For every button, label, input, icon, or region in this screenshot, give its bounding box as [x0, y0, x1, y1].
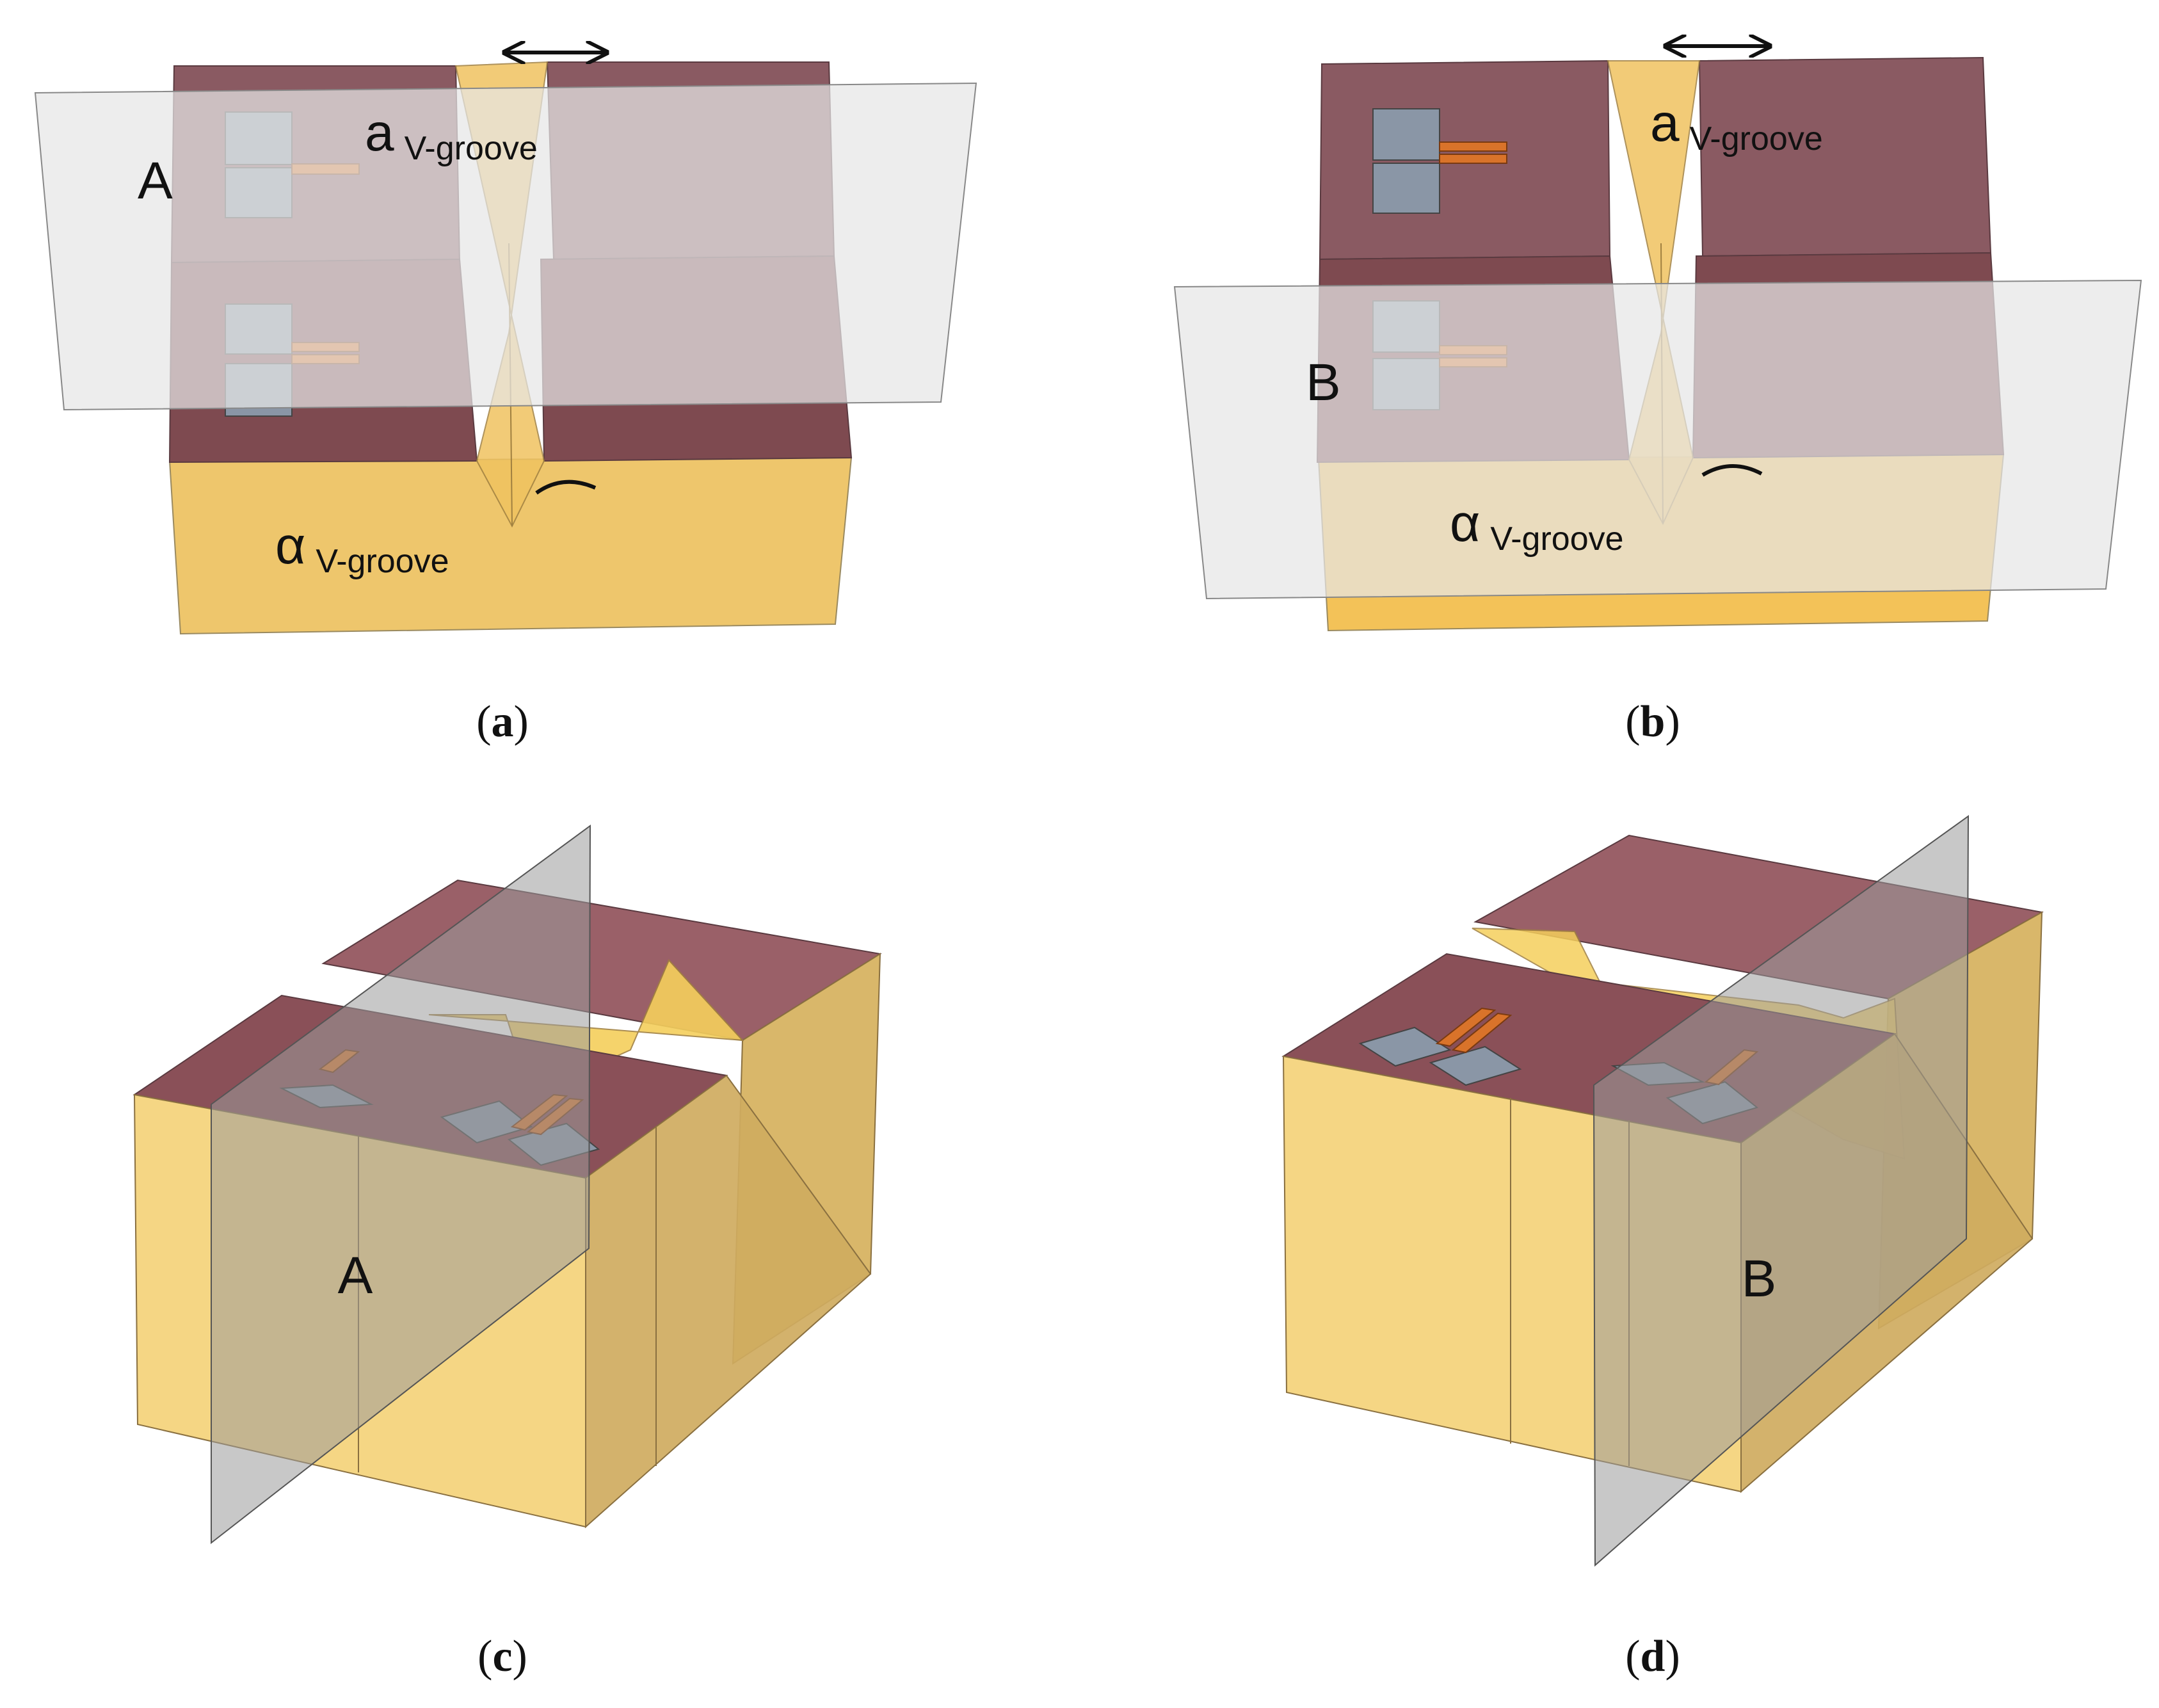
groove-width-subscript-a: V-groove — [405, 130, 538, 167]
strip-b1 — [1439, 141, 1507, 152]
plane-label-c: A — [338, 1246, 373, 1305]
groove-width-subscript-b: V-groove — [1690, 120, 1823, 157]
caption-b: (b) — [1625, 697, 1680, 746]
section-plane-c — [211, 825, 591, 1545]
strip-d1 — [1435, 1007, 1497, 1047]
caption-c: (c) — [478, 1632, 527, 1681]
pad-b1 — [1372, 108, 1440, 161]
plane-label-d: B — [1742, 1250, 1777, 1308]
strip-b2 — [1439, 154, 1507, 164]
caption-a: (a) — [476, 697, 529, 746]
panel-d: B (d) — [1281, 815, 2044, 1681]
section-plane-b — [1173, 279, 2142, 600]
block-front-side-c — [585, 1074, 872, 1529]
panel-c: A (c) — [132, 825, 882, 1681]
pad-b2 — [1372, 163, 1440, 214]
groove-angle-subscript-a: V-groove — [316, 543, 449, 580]
section-plane-d — [1593, 815, 1970, 1567]
strip-d2 — [1451, 1012, 1513, 1054]
groove-angle-arc-a — [535, 479, 597, 495]
plane-label-a: A — [138, 152, 173, 210]
plane-label-b: B — [1306, 353, 1341, 412]
groove-angle-arc-b — [1701, 464, 1763, 477]
caption-d: (d) — [1625, 1632, 1680, 1681]
section-plane-a — [34, 82, 977, 411]
pad-d1 — [1358, 1026, 1452, 1067]
groove-angle-subscript-b: V-groove — [1490, 520, 1623, 558]
